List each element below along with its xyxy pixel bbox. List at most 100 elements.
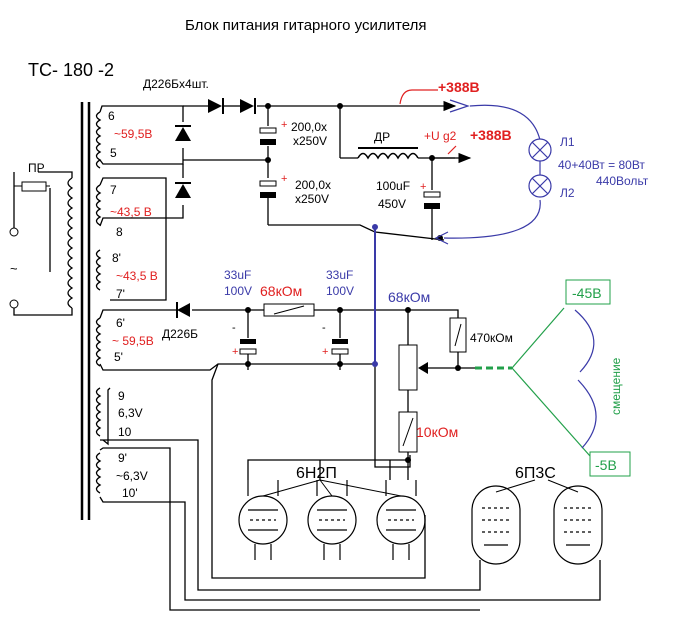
tap-9p: 9'	[118, 451, 127, 465]
tap-6p: 6'	[116, 316, 125, 330]
bias-wiring	[99, 309, 601, 611]
cap2-value: 200,0х	[295, 178, 331, 192]
resistor-mark	[402, 417, 414, 447]
voltage-7-8: ~43,5 В	[110, 205, 152, 219]
red-pointer-line	[399, 89, 438, 105]
voltage-8p-7p: ~43,5 В	[116, 269, 158, 283]
resistor-10k-value: 10кОм	[416, 424, 458, 440]
diodes-label: Д226Бх4шт.	[143, 77, 209, 91]
junction	[455, 365, 461, 371]
ug2-output-voltage: +388В	[470, 127, 512, 143]
bias-range-line	[511, 367, 591, 457]
junction	[245, 361, 251, 367]
voltage-9p-10p: ~6,3V	[116, 469, 148, 483]
junction	[429, 155, 435, 161]
diagram-title: Блок питания гитарного усилителя	[185, 17, 426, 34]
cap-plus: +	[322, 346, 328, 358]
lamps-power: 40+40Вт = 80Вт	[558, 158, 645, 172]
junction	[372, 361, 378, 367]
primary-winding	[13, 171, 74, 316]
bias-max-box	[589, 451, 631, 477]
mains-terminal-2	[9, 299, 19, 309]
bias-min-box	[565, 279, 611, 305]
cap1-value: 200,0х	[291, 120, 327, 134]
tap-6: 6	[108, 109, 115, 123]
cap-plus: +	[232, 346, 238, 358]
choke	[357, 147, 419, 160]
test-lamps	[434, 99, 552, 245]
preamp-tube-label: 6Н2П	[296, 465, 337, 482]
tap-10p: 10'	[122, 486, 138, 500]
junction	[265, 103, 271, 109]
tap-7: 7	[110, 183, 117, 197]
cap-minus: -	[322, 322, 326, 334]
voltage-6p-5p: ~ 59,5В	[112, 334, 154, 348]
fuse	[13, 181, 50, 228]
tube-label-leader	[495, 479, 579, 493]
cap3-value: 100uF	[376, 179, 410, 193]
tap-8: 8	[116, 225, 123, 239]
lamp2-label: Л2	[560, 186, 575, 200]
resistor-mark	[273, 305, 305, 315]
tap-9: 9	[118, 389, 125, 403]
tap-5p: 5'	[114, 350, 123, 364]
bias-series-resistor-value: 68кОм	[260, 283, 302, 299]
tap-7p: 7'	[116, 287, 125, 301]
bias-cap2-value: 33uF	[326, 268, 353, 282]
cap-plus: +	[281, 119, 287, 131]
winding-voltages: ~59,5В ~43,5 В ~43,5 В ~ 59,5В 6,3V ~6,3…	[110, 127, 158, 483]
transformer-model: ТС- 180 -2	[28, 60, 114, 80]
junction	[245, 307, 251, 313]
tap-labels: 6 5 7 8 8' 7' 6' 5' 9 10 9' 10'	[108, 109, 138, 500]
lamps-voltage: 440Вольт	[596, 174, 649, 188]
tap-5: 5	[110, 146, 117, 160]
junction	[405, 307, 411, 313]
junction	[337, 103, 343, 109]
bias-range-line	[511, 307, 565, 369]
bias-cap1-voltage: 100V	[224, 284, 252, 298]
bias-capacitors	[239, 339, 349, 355]
voltage-6-5: ~59,5В	[114, 127, 152, 141]
red-pointer-line	[447, 145, 457, 155]
cap-plus: +	[281, 173, 287, 185]
tap-8p: 8'	[112, 251, 121, 265]
preamp-tubes	[238, 480, 426, 560]
ug2-label: +U g2	[424, 129, 457, 143]
bias-adjust-arrow	[574, 309, 595, 373]
pot-wiper	[418, 362, 428, 374]
cap-minus: -	[232, 322, 236, 334]
divider-resistor-value: 68кОм	[388, 289, 430, 305]
transformer-core	[80, 102, 91, 520]
fuse-label: ПР	[28, 161, 45, 175]
junction	[337, 307, 343, 313]
mains-terminal-1	[9, 227, 19, 237]
bias-potentiometer	[398, 344, 418, 391]
bias-adjust-arrow	[577, 379, 597, 449]
junction	[265, 157, 271, 163]
voltage-9-10: 6,3V	[118, 406, 143, 420]
bias-cap2-voltage: 100V	[326, 284, 354, 298]
power-tube-label: 6П3С	[515, 465, 556, 482]
secondary-windings	[95, 111, 102, 494]
cap2-voltage: х250V	[295, 192, 329, 206]
junction	[337, 361, 343, 367]
hv-output-voltage: +388В	[438, 79, 480, 95]
filter-capacitors	[259, 127, 441, 209]
choke-label: ДР	[374, 130, 390, 144]
bridge-diodes	[175, 98, 256, 198]
cap-plus: +	[420, 181, 426, 193]
cap3-voltage: 450V	[378, 197, 406, 211]
resistor-mark	[454, 323, 462, 347]
bias-label: смещение	[609, 357, 623, 415]
bias-max-value: -5В	[595, 457, 617, 473]
bias-min-value: -45В	[572, 285, 602, 301]
bias-diode	[177, 303, 190, 317]
resistor-470k-value: 470кОм	[470, 331, 513, 345]
tube-label-leader	[262, 479, 402, 497]
cap1-voltage: х250V	[293, 134, 327, 148]
power-tubes	[471, 485, 603, 565]
mains-symbol: ~	[10, 261, 18, 276]
bias-diode-label: Д226Б	[162, 327, 198, 341]
junction	[405, 457, 411, 463]
